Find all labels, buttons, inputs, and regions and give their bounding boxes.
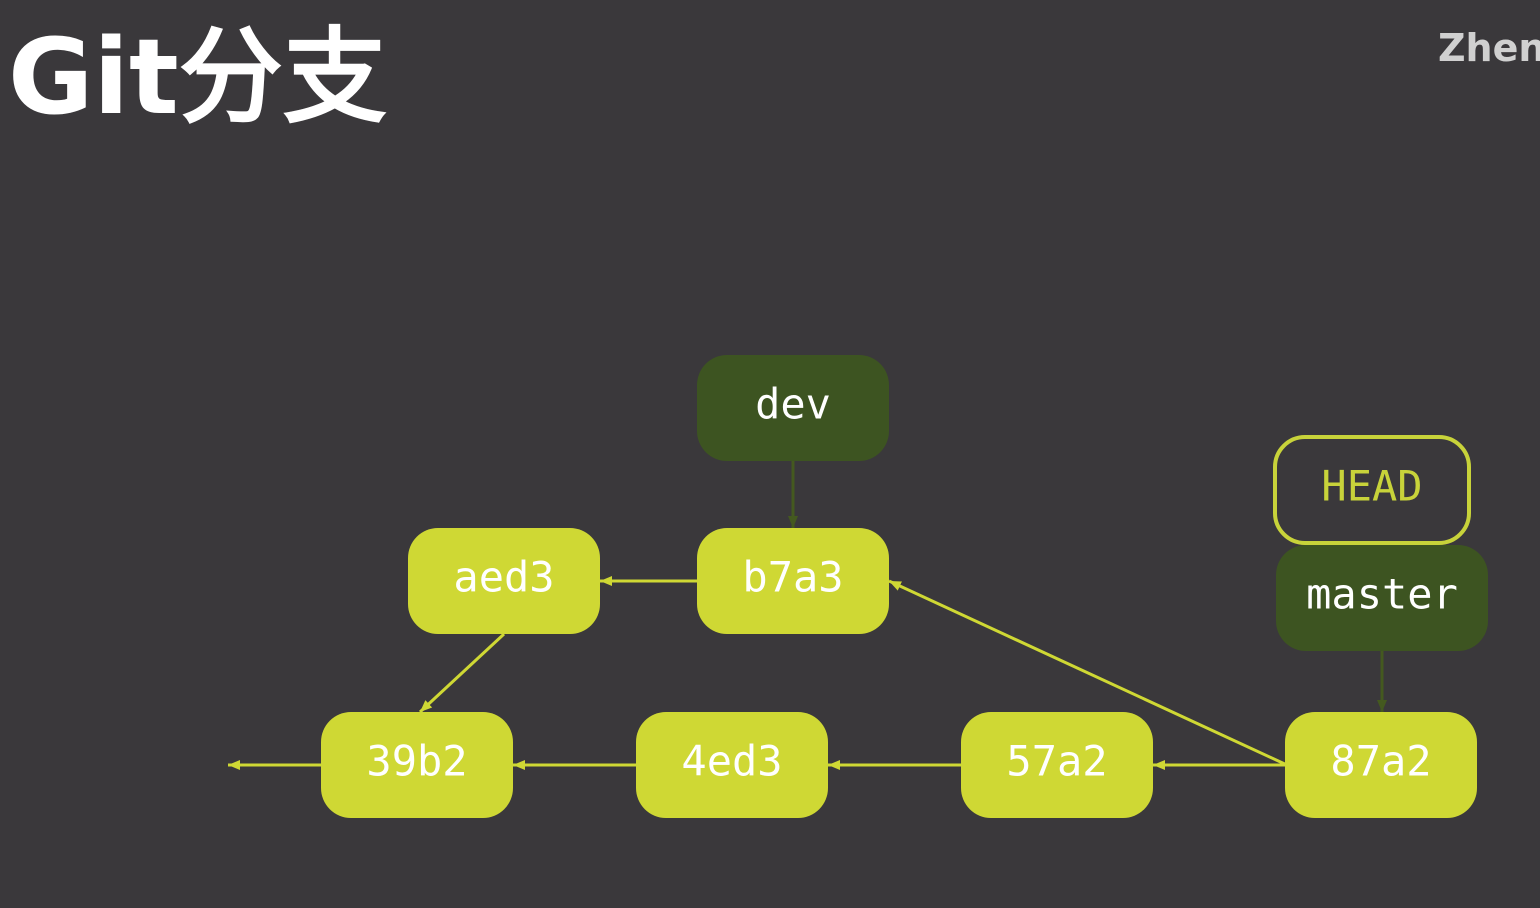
branch-node-dev[interactable]: dev (697, 355, 889, 461)
edge-aed3-to-39b2 (418, 632, 506, 714)
edge-87a2-to-b7a3 (888, 579, 1288, 767)
slide-title: Git分支 (8, 16, 387, 138)
author-name: Zheng (1438, 26, 1540, 70)
commit-label: b7a3 (742, 553, 843, 602)
commit-node-b7a3[interactable]: b7a3 (697, 528, 889, 634)
commit-nodes: 39b2 4ed3 57a2 87a2 aed3 b7a3 (321, 528, 1477, 818)
commit-label: 4ed3 (681, 737, 782, 786)
commit-node-39b2[interactable]: 39b2 (321, 712, 513, 818)
branch-box (697, 355, 889, 461)
commit-label: 87a2 (1330, 737, 1431, 786)
commit-node-aed3[interactable]: aed3 (408, 528, 600, 634)
branch-node-master[interactable]: master (1276, 545, 1488, 651)
commit-node-57a2[interactable]: 57a2 (961, 712, 1153, 818)
commit-box (321, 712, 513, 818)
commit-node-4ed3[interactable]: 4ed3 (636, 712, 828, 818)
commit-box (1285, 712, 1477, 818)
parent-links (228, 576, 1288, 770)
branch-nodes: dev master (697, 355, 1488, 651)
branch-box (1276, 545, 1488, 651)
commit-box (636, 712, 828, 818)
commit-box (408, 528, 600, 634)
commit-box (961, 712, 1153, 818)
head-label: HEAD (1321, 462, 1422, 511)
commit-label: aed3 (453, 553, 554, 602)
commit-box (697, 528, 889, 634)
commit-label: 39b2 (366, 737, 467, 786)
commit-node-87a2[interactable]: 87a2 (1285, 712, 1477, 818)
branch-label: master (1306, 570, 1458, 619)
head-box (1273, 435, 1471, 545)
head-pointer[interactable]: HEAD (1273, 435, 1471, 545)
branch-label: dev (755, 380, 831, 429)
branch-pointers (788, 461, 1387, 712)
commit-label: 57a2 (1006, 737, 1107, 786)
